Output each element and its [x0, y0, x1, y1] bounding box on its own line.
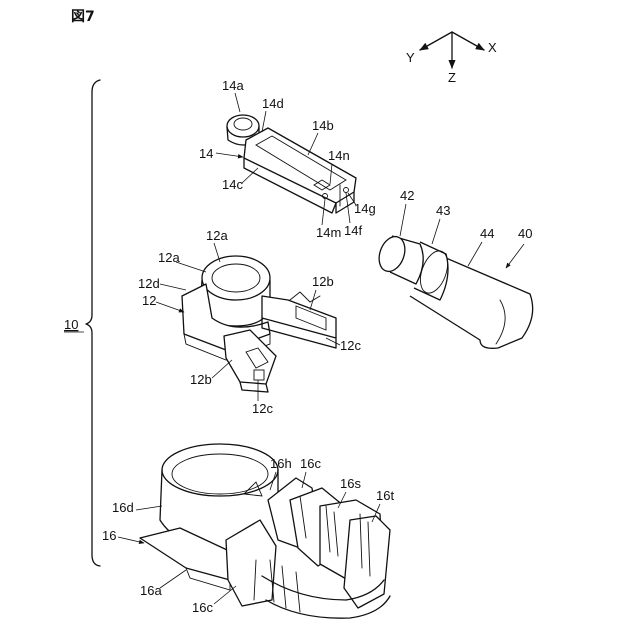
- label-42: 42: [400, 188, 414, 203]
- label-14d: 14d: [262, 96, 284, 111]
- part-16: [140, 444, 390, 618]
- label-43: 43: [436, 203, 450, 218]
- axis-x-label: X: [488, 40, 497, 55]
- label-16a: 16a: [140, 583, 162, 598]
- axis-y-label: Y: [406, 50, 415, 65]
- part-14: [227, 115, 356, 213]
- label-14n: 14n: [328, 148, 350, 163]
- label-12b-right: 12b: [312, 274, 334, 289]
- coordinate-axes: Y X Z: [406, 32, 497, 85]
- assembly-bracket: 10: [64, 80, 100, 566]
- label-16: 16: [102, 528, 116, 543]
- label-16h: 16h: [270, 456, 292, 471]
- label-14m: 14m: [316, 225, 341, 240]
- label-16c-top: 16c: [300, 456, 321, 471]
- cable-40: [375, 233, 533, 348]
- label-12b-bottom: 12b: [190, 372, 212, 387]
- label-12c-bottom: 12c: [252, 401, 273, 416]
- label-14g: 14g: [354, 201, 376, 216]
- label-16c-bottom: 16c: [192, 600, 213, 615]
- label-12c-right: 12c: [340, 338, 361, 353]
- label-16s: 16s: [340, 476, 361, 491]
- label-14c: 14c: [222, 177, 243, 192]
- label-14: 14: [199, 146, 213, 161]
- label-16t: 16t: [376, 488, 394, 503]
- label-10: 10: [64, 317, 78, 332]
- label-40: 40: [518, 226, 532, 241]
- figure-title: 図7: [71, 9, 95, 25]
- label-16d: 16d: [112, 500, 134, 515]
- label-12: 12: [142, 293, 156, 308]
- label-14b: 14b: [312, 118, 334, 133]
- label-14f: 14f: [344, 223, 362, 238]
- label-12a-top: 12a: [206, 228, 228, 243]
- label-44: 44: [480, 226, 494, 241]
- label-14a: 14a: [222, 78, 244, 93]
- label-12d: 12d: [138, 276, 160, 291]
- axis-z-label: Z: [448, 70, 456, 85]
